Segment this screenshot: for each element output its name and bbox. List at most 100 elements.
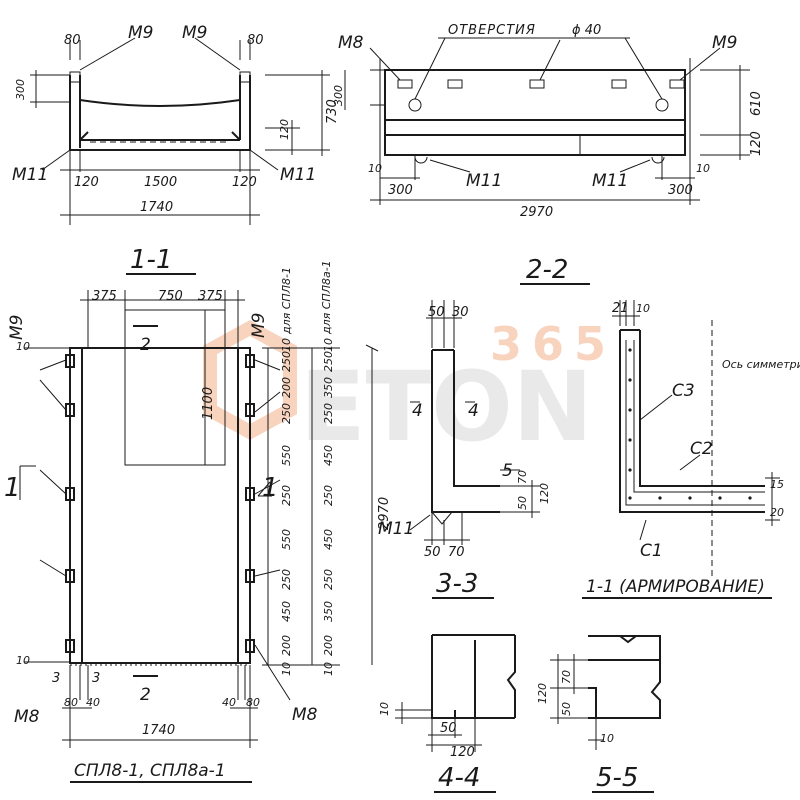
reinf-dim-20: 20 xyxy=(770,506,784,519)
col2-dim: 250 xyxy=(322,351,335,372)
plan-dim-3-right: 3 xyxy=(92,671,100,686)
section-4-right: 4 xyxy=(468,401,479,421)
plan-mark-m9-left: M9 xyxy=(7,315,27,340)
col2-dim: 450 xyxy=(322,529,335,550)
dim-30: 30 xyxy=(452,305,469,320)
dim-70: 70 xyxy=(516,470,529,484)
dim-10: 10 xyxy=(378,702,391,716)
plan-dim-375-right: 375 xyxy=(198,289,223,304)
col2-dim: 10 xyxy=(322,662,335,676)
dim-730: 730 xyxy=(325,99,340,124)
rebar-c3: C3 xyxy=(672,381,695,401)
view-5-5: 120 70 50 10 5-5 xyxy=(536,635,661,793)
reinf-dim-15: 15 xyxy=(770,478,784,491)
plan-dim-40-right: 40 xyxy=(222,696,236,709)
dim-120: 120 xyxy=(536,683,549,704)
view-title-5-5: 5-5 xyxy=(596,763,638,793)
view-title-4-4: 4-4 xyxy=(438,763,480,793)
plan-mark-m9-right: M9 xyxy=(249,313,269,338)
mark-m9-right: M9 xyxy=(182,23,207,43)
plan-section-1-left: 1 xyxy=(4,473,21,503)
mark-m11-left: M11 xyxy=(466,171,502,191)
col2-dim: 250 xyxy=(322,403,335,424)
col2-dim: 10 xyxy=(322,338,335,352)
col1-dim: 450 xyxy=(280,601,293,622)
col1-dim: 200 xyxy=(280,377,293,398)
holes-diameter: ϕ 40 xyxy=(572,23,601,38)
dim-bot-right: 120 xyxy=(232,175,257,190)
mark-m9-left: M9 xyxy=(128,23,153,43)
col2-dims: 10 250 350 250 450 250 450 250 350 200 1… xyxy=(322,338,335,676)
reinf-dim-21: 21 xyxy=(612,301,629,316)
view-title-reinf: 1-1 (АРМИРОВАНИЕ) xyxy=(586,577,765,597)
hole-left xyxy=(408,98,422,112)
plan-mark-m8-left: M8 xyxy=(14,707,40,727)
col2-dim: 350 xyxy=(322,377,335,398)
hexagon-logo-icon xyxy=(203,320,297,440)
dim-10-left: 10 xyxy=(368,162,382,175)
view-2-2: M8 ОТВЕРСТИЯ ϕ 40 M9 300 610 120 10 10 M… xyxy=(332,23,764,285)
insert-plates xyxy=(397,79,685,89)
dim-300-left: 300 xyxy=(332,85,345,106)
plan-title: СПЛ8-1, СПЛ8а-1 xyxy=(74,761,226,781)
col2-dim: 350 xyxy=(322,601,335,622)
section-4-left: 4 xyxy=(412,401,423,421)
watermark-number: 365 xyxy=(490,317,616,371)
dim-300: 300 xyxy=(14,79,27,100)
plan-section-1-right: 1 xyxy=(262,473,279,503)
dim-300-bl: 300 xyxy=(388,183,413,198)
plan-dim-1100: 1100 xyxy=(201,387,216,420)
plan-dim-750: 750 xyxy=(158,289,183,304)
dim-70: 70 xyxy=(560,670,573,684)
watermark: ETON 365 xyxy=(203,317,616,463)
dim-10: 10 xyxy=(600,732,614,745)
plan-dim-80-left: 80 xyxy=(64,696,78,709)
view-4-4: 10 50 120 4-4 xyxy=(378,634,516,793)
plan-label-2-top: 2 xyxy=(140,335,151,355)
plan-mark-m8-right: M8 xyxy=(292,705,318,725)
dim-total-1740: 1740 xyxy=(140,200,173,215)
view-3-3: 50 30 4 4 5 M11 50 70 70 50 120 3-3 xyxy=(378,300,551,599)
section-5: 5 xyxy=(502,461,513,481)
view-reinforcement: 21 10 Ось симметрии C3 C2 C1 15 20 1-1 (… xyxy=(582,300,800,599)
mark-m8: M8 xyxy=(338,33,364,53)
dim-2970: 2970 xyxy=(520,205,553,220)
plan-dim-80-right: 80 xyxy=(246,696,260,709)
plan-dim-2970: 2970 xyxy=(377,497,392,530)
dim-top-right: 80 xyxy=(247,33,264,48)
plan-dim-10-top: 10 xyxy=(16,340,30,353)
plan-view: 375 750 375 2 2 1100 2970 M9 M9 1 1 для … xyxy=(4,260,392,783)
rebar-dots xyxy=(628,348,752,500)
mark-m9: M9 xyxy=(712,33,737,53)
dim-120: 120 xyxy=(450,745,475,760)
dim-50: 50 xyxy=(516,496,529,510)
col2-dim: 200 xyxy=(322,635,335,656)
dim-bot-70: 70 xyxy=(448,545,465,560)
hole-right xyxy=(655,98,669,112)
axis-label: Ось симметрии xyxy=(722,358,800,371)
dim-10-right: 10 xyxy=(696,162,710,175)
mark-m11-right: M11 xyxy=(592,171,628,191)
col1-dim: 250 xyxy=(280,351,293,372)
axis-label-text: Ось симметрии xyxy=(722,358,800,371)
view-title-3-3: 3-3 xyxy=(436,569,478,599)
dim-bot-50: 50 xyxy=(424,545,441,560)
col1-dims: 10 250 200 250 550 250 550 250 450 200 1… xyxy=(280,338,293,676)
dim-300-br: 300 xyxy=(668,183,693,198)
holes-label: ОТВЕРСТИЯ xyxy=(448,23,536,38)
col1-dim: 250 xyxy=(280,485,293,506)
col1-dim: 550 xyxy=(280,445,293,466)
col1-dim: 10 xyxy=(280,338,293,352)
col1-dim: 10 xyxy=(280,662,293,676)
mark-m11: M11 xyxy=(378,519,414,539)
dim-120: 120 xyxy=(538,483,551,504)
plan-label-2-bot: 2 xyxy=(140,685,151,705)
view-title-2-2: 2-2 xyxy=(526,255,568,285)
dim-bot-left: 120 xyxy=(74,175,99,190)
plate-marks-right xyxy=(245,354,255,653)
dim-bot-mid: 1500 xyxy=(144,175,177,190)
plan-dim-40-left: 40 xyxy=(86,696,100,709)
dim-50: 50 xyxy=(560,702,573,716)
col1-dim: 550 xyxy=(280,529,293,550)
